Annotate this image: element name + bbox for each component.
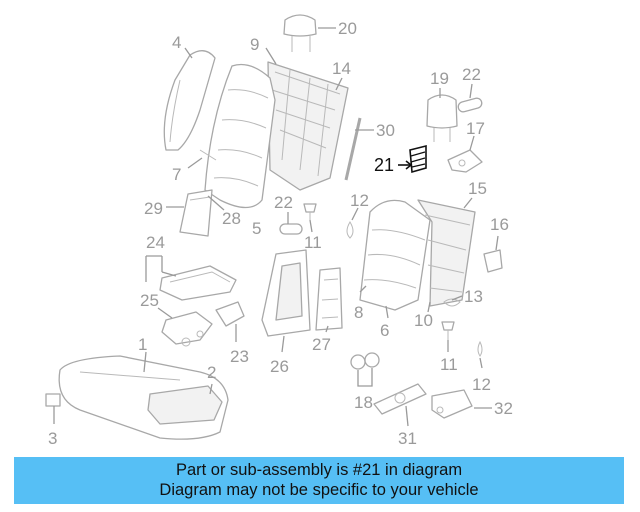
part-14-backrest-frame [267, 61, 349, 191]
callout-23: 23 [230, 347, 249, 366]
callout-13: 13 [464, 287, 483, 306]
banner-line-disclaimer: Diagram may not be specific to your vehi… [159, 481, 479, 499]
callout-24: 24 [146, 233, 165, 252]
callout-28: 28 [222, 209, 241, 228]
part-1-seat-cushion [58, 355, 229, 440]
part-18-grommets [350, 352, 380, 370]
callout-22-upper: 22 [462, 65, 481, 84]
callout-11-lower: 11 [440, 355, 458, 374]
part-23-strip [215, 301, 245, 327]
info-banner: Part or sub-assembly is #21 in diagram D… [14, 457, 624, 504]
callout-12-lower: 12 [472, 375, 491, 394]
callout-25: 25 [140, 291, 159, 310]
part-15-seatback [359, 199, 476, 311]
callout-14: 14 [332, 59, 351, 78]
part-32-module [431, 389, 473, 419]
part-22-guide [457, 97, 483, 113]
callout-labels: 1 2 3 4 5 6 7 8 9 10 11 11 12 12 13 14 1… [48, 19, 513, 448]
part-24-tray [159, 265, 237, 301]
part-16-bracket [483, 249, 503, 273]
part-12-clip [346, 221, 354, 239]
callout-18: 18 [354, 393, 373, 412]
callout-19: 19 [430, 69, 449, 88]
callout-30: 30 [376, 121, 395, 140]
part-11-lower-screw [441, 321, 455, 340]
banner-line-part-info: Part or sub-assembly is #21 in diagram [175, 461, 463, 479]
callout-9: 9 [250, 35, 259, 54]
callout-4: 4 [172, 33, 181, 52]
part-5-backrest-cushion [204, 63, 276, 209]
callout-22-lower: 22 [274, 193, 293, 212]
callout-16: 16 [490, 215, 509, 234]
part-26-frame [261, 249, 311, 337]
part-20-headrest [283, 14, 317, 52]
part-29-panel [179, 189, 213, 237]
callout-6: 6 [380, 321, 389, 340]
part-12-lower-clip [477, 340, 483, 357]
callout-31: 31 [398, 429, 417, 448]
part-4-side-bolster [163, 50, 216, 151]
part-30-rod [344, 117, 362, 181]
callout-1: 1 [138, 335, 147, 354]
callout-20: 20 [338, 19, 357, 38]
part-11-screw [303, 203, 317, 220]
part-19-rear-headrest [426, 94, 458, 142]
callout-3: 3 [48, 429, 57, 448]
callout-11-upper: 11 [304, 233, 322, 252]
callout-7: 7 [172, 165, 181, 184]
callout-2: 2 [207, 363, 216, 382]
part-17-clip [447, 149, 483, 173]
callout-26: 26 [270, 357, 289, 376]
part-27-armrest-frame [315, 267, 343, 331]
callout-12-upper: 12 [350, 191, 369, 210]
callout-32: 32 [494, 399, 513, 418]
callout-21-highlighted: 21 [374, 155, 394, 175]
callout-17: 17 [466, 119, 485, 138]
part-31-rail [373, 383, 427, 415]
callout-29: 29 [144, 199, 163, 218]
callout-15: 15 [468, 179, 487, 198]
callout-8: 8 [354, 303, 363, 322]
part-22-lower [279, 223, 303, 235]
callout-5: 5 [252, 219, 261, 238]
callout-10: 10 [414, 311, 433, 330]
part-21-highlighted [409, 144, 427, 174]
part-3-clip [45, 393, 61, 407]
part-25-cover [161, 311, 213, 347]
part-13-hook [443, 298, 461, 307]
callout-27: 27 [312, 335, 331, 354]
part-7-trim-edge [199, 149, 217, 161]
